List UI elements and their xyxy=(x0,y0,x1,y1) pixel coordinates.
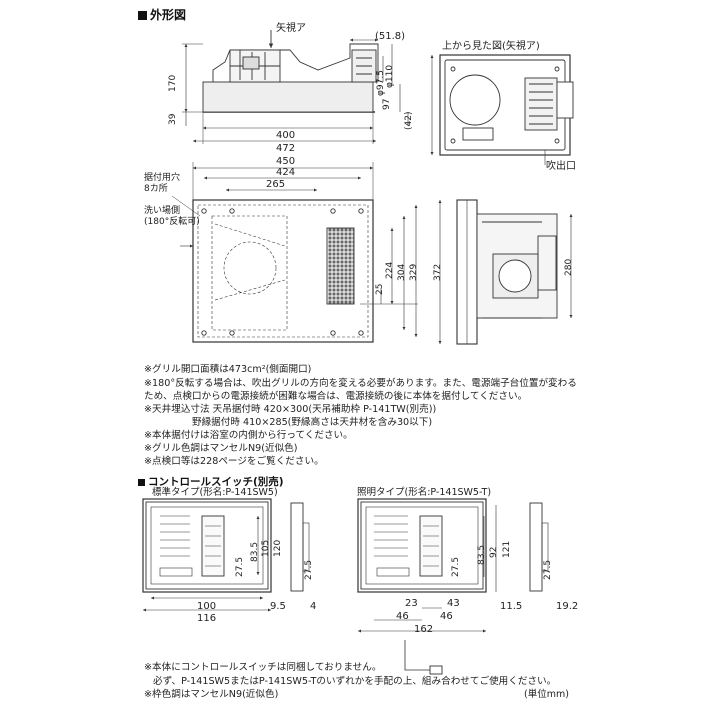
switch-std-drawing xyxy=(142,498,310,612)
unit-label: (単位mm) xyxy=(524,689,569,700)
light-dim-162: 162 xyxy=(414,624,434,635)
footnote-line-3: ※枠色調はマンセルN9(近似色) xyxy=(144,689,279,700)
section-switch-heading: コントロールスイッチ(別売) xyxy=(138,477,284,488)
note-line-1: ※グリル開口面積は473cm²(側面開口) xyxy=(144,364,312,375)
light-dim-11-5: 11.5 xyxy=(500,601,523,612)
arrow-a-label: 矢視ア xyxy=(276,23,306,34)
dim-400: 400 xyxy=(276,130,296,141)
std-dim-83-5: 83.5 xyxy=(250,541,260,562)
std-dim-120: 120 xyxy=(273,539,283,557)
top-view-title: 上から見た図(矢視ア) xyxy=(442,41,540,52)
light-dim-19-2: 19.2 xyxy=(556,601,579,612)
footnote-line-2: 必ず、P-141SW5またはP-141SW5-Tのいずれかを手配の上、組み合わせ… xyxy=(153,676,557,687)
std-dim-9-5: 9.5 xyxy=(270,601,286,612)
dim-304: 304 xyxy=(397,263,407,281)
std-dim-27-5a: 27.5 xyxy=(235,556,245,577)
dim-97: 97 xyxy=(382,98,392,110)
note-line-5: 野縁据付時 410×285(野縁高さは天井材を含み30以下) xyxy=(192,417,433,428)
holes-label-1: 据付用穴 xyxy=(144,173,181,183)
dim-372: 372 xyxy=(433,263,443,281)
std-dim-4: 4 xyxy=(310,601,317,612)
note-line-8: ※点検口等は228ページをご覧ください。 xyxy=(144,456,324,467)
light-dim-83-5: 83.5 xyxy=(477,544,487,565)
wash-label-2: (180°反転可) xyxy=(144,217,200,227)
dim-25: 25 xyxy=(375,283,385,295)
std-dim-105: 105 xyxy=(261,539,271,557)
end-view xyxy=(438,199,573,345)
dim-280: 280 xyxy=(564,258,574,276)
top-view xyxy=(430,54,574,165)
switch-light-drawing xyxy=(357,498,549,675)
side-view xyxy=(182,30,409,144)
light-dim-46b: 46 xyxy=(440,611,453,622)
dim-329: 329 xyxy=(409,263,419,281)
switch-std-title: 標準タイプ(形名:P-141SW5) xyxy=(152,487,278,498)
note-line-7: ※グリル色調はマンセルN9(近似色) xyxy=(144,443,298,454)
holes-label-2: 8カ所 xyxy=(144,184,168,194)
note-line-6: ※本体据付けは浴室の内側から行ってください。 xyxy=(144,430,353,441)
dim-265: 265 xyxy=(266,179,286,190)
note-line-4: ※天井埋込寸法 天吊据付時 420×300(天吊補助枠 P-141TW(別売)) xyxy=(144,404,437,415)
footnote-line-1: ※本体にコントロールスイッチは同梱しておりません。 xyxy=(144,662,382,673)
outlet-label: 吹出口 xyxy=(546,161,576,172)
std-dim-100: 100 xyxy=(197,601,217,612)
light-dim-43: 43 xyxy=(447,598,460,609)
light-dim-46a: 46 xyxy=(396,611,409,622)
dim-42: (42) xyxy=(404,111,414,130)
dim-51-8: (51.8) xyxy=(375,31,406,42)
light-dim-27-5b: 27.5 xyxy=(543,559,553,580)
dim-224: 224 xyxy=(385,261,395,279)
dim-424: 424 xyxy=(276,167,296,178)
section-switch-label: コントロールスイッチ(別売) xyxy=(148,476,284,488)
light-dim-23: 23 xyxy=(405,598,418,609)
light-dim-27-5a: 27.5 xyxy=(451,556,461,577)
std-dim-27-5b: 27.5 xyxy=(304,559,314,580)
section-outline-heading: 外形図 xyxy=(138,9,186,21)
dim-110: φ110 xyxy=(385,64,395,88)
light-dim-92: 92 xyxy=(489,546,499,558)
wash-label-1: 洗い場側 xyxy=(144,206,181,216)
dim-450: 450 xyxy=(276,156,296,167)
dim-170: 170 xyxy=(168,74,178,92)
dim-472: 472 xyxy=(276,143,296,154)
note-line-3: ため、点検口からの電源接続が困難な場合は、電源接続の後に本体を据付してください。 xyxy=(144,391,528,402)
std-dim-116: 116 xyxy=(197,613,217,624)
switch-light-title: 照明タイプ(形名:P-141SW5-T) xyxy=(357,487,492,498)
note-line-2: ※180°反転する場合は、吹出グリルの方向を変える必要があります。また、電源端子… xyxy=(144,378,577,389)
section-outline-label: 外形図 xyxy=(150,8,187,22)
bottom-view xyxy=(171,162,418,343)
dim-39: 39 xyxy=(168,113,178,125)
light-dim-121: 121 xyxy=(502,540,512,558)
